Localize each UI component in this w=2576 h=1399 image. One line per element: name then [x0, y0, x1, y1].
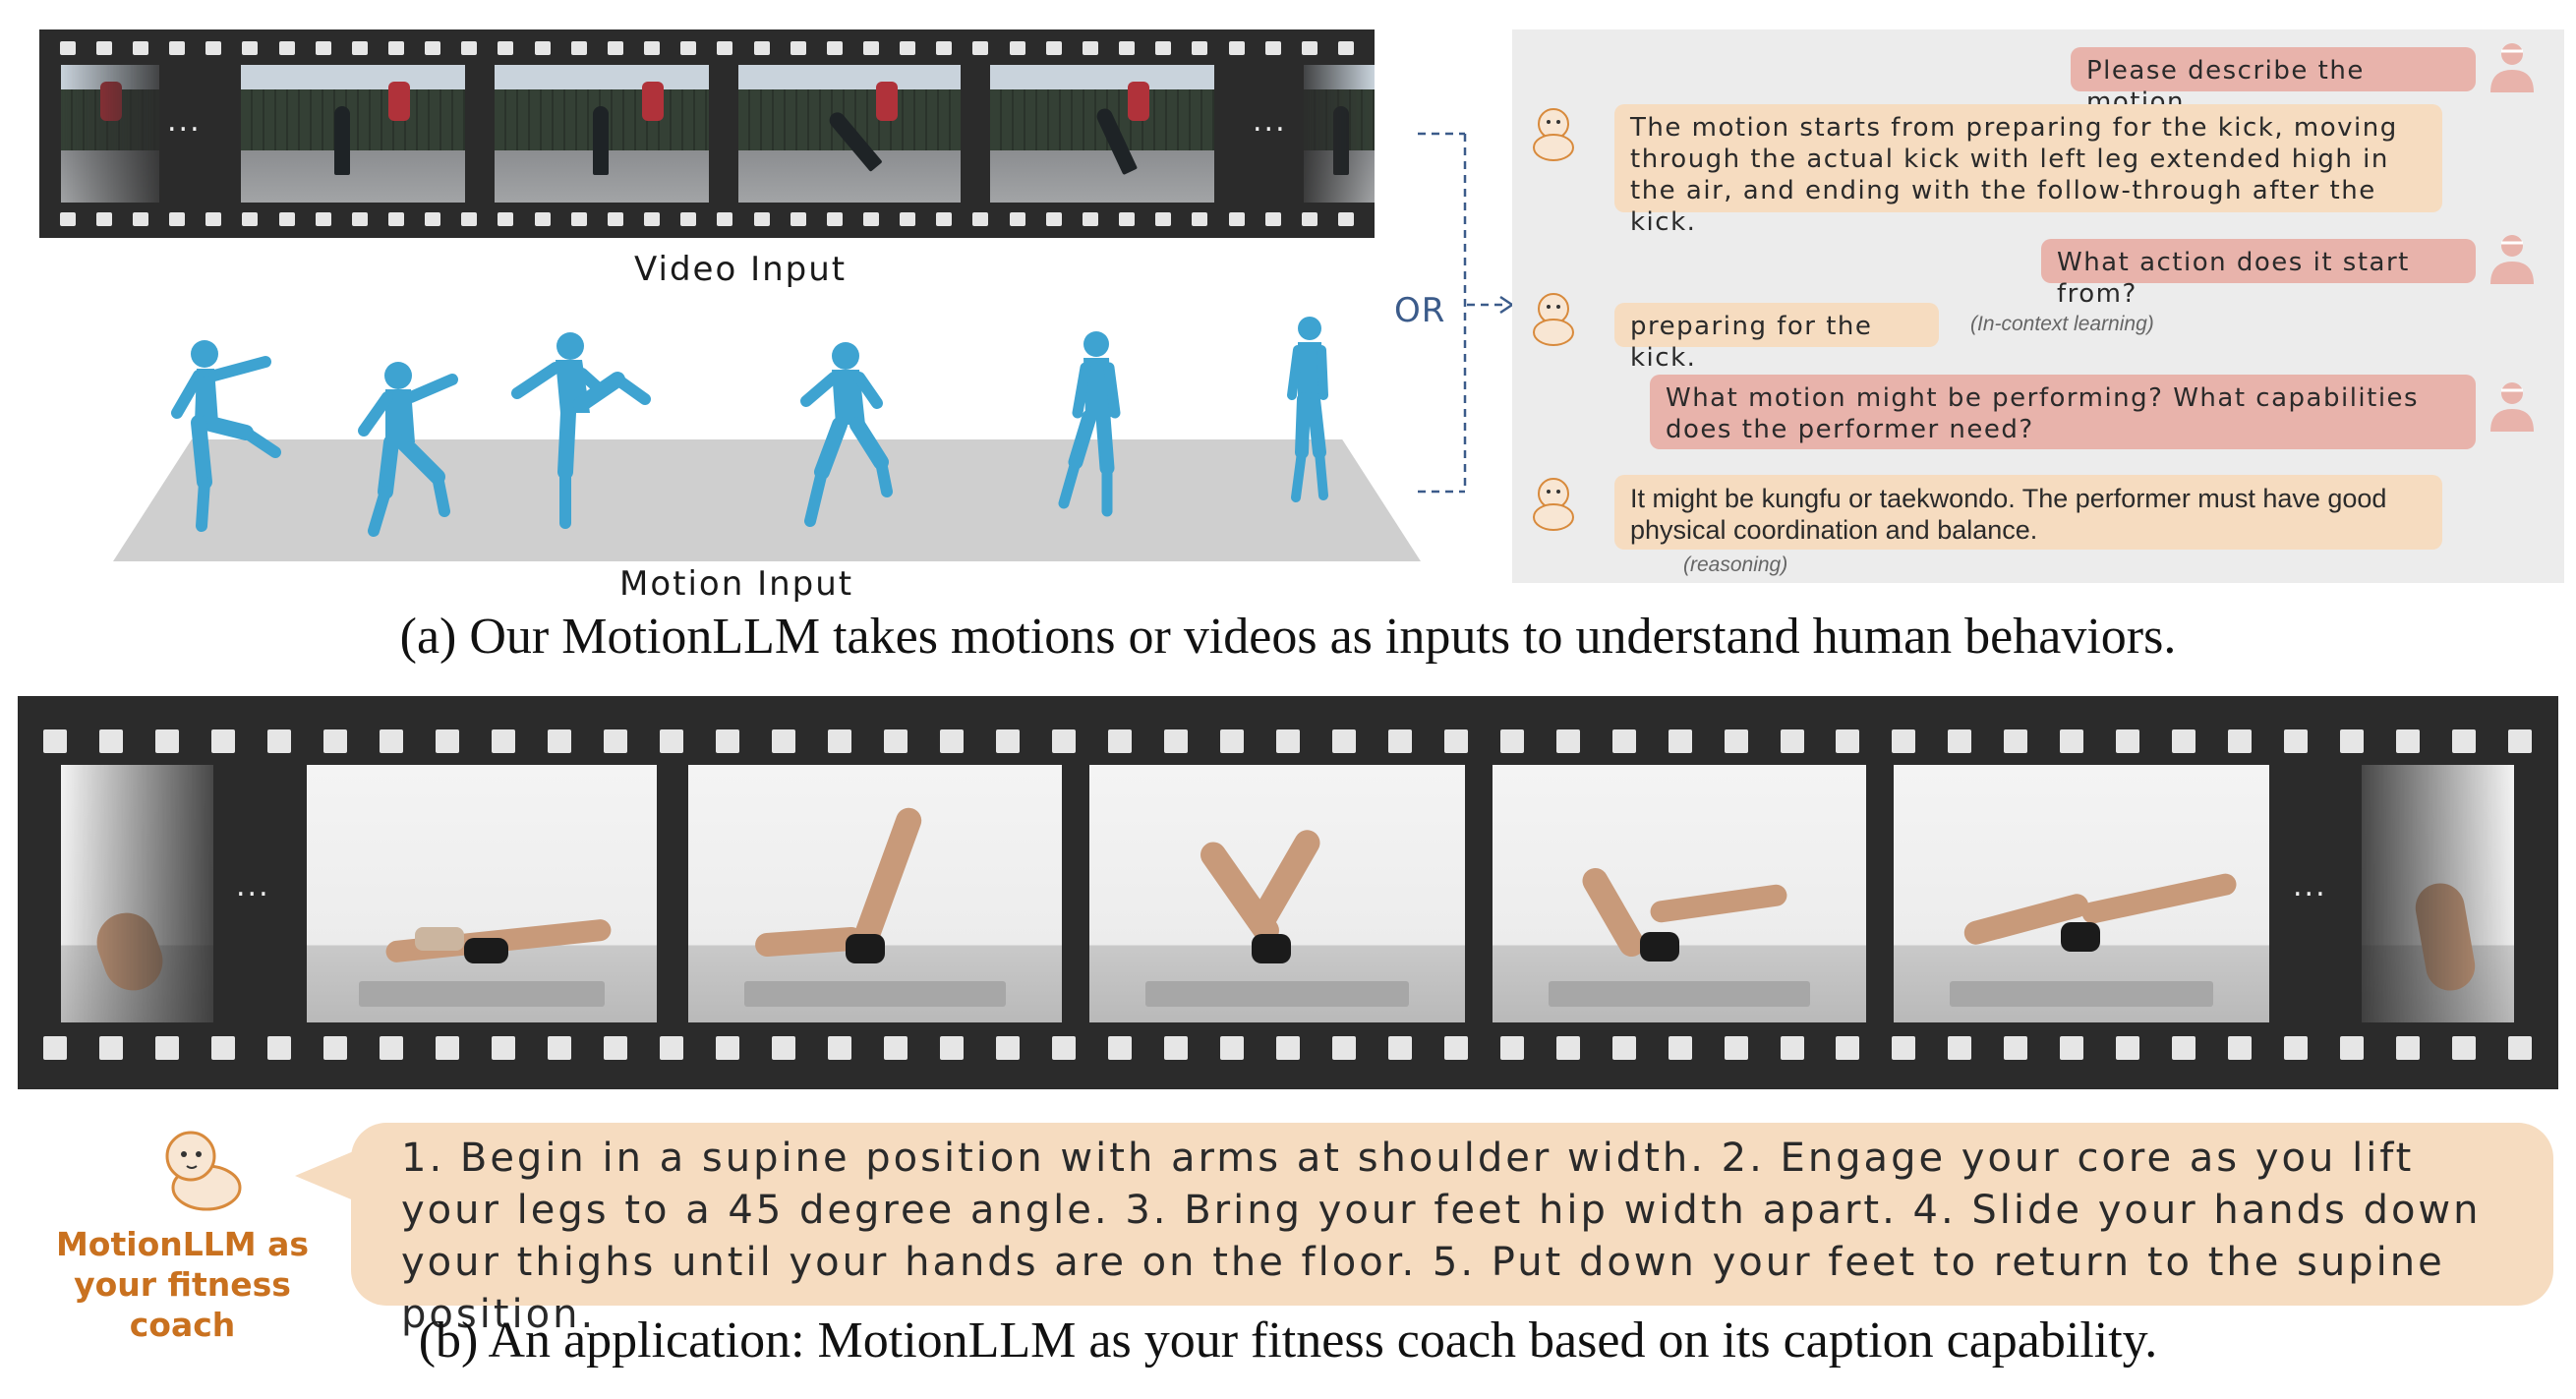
in-context-learning-note: (In-context learning)	[1970, 313, 2154, 335]
assistant-message-2: preparing for the kick.	[1614, 303, 1939, 373]
coach-bubble-tail	[295, 1150, 356, 1201]
motion-figure-1	[171, 340, 281, 532]
film-sprocket-holes-bottom	[39, 212, 1375, 226]
video-frame-1	[241, 65, 465, 203]
fitness-ellipsis-right: ...	[2293, 869, 2327, 904]
alpaca-assistant-icon	[1533, 293, 1574, 346]
coach-label: MotionLLM as your fitness coach	[55, 1225, 310, 1344]
user-icon	[2490, 43, 2534, 92]
video-frame-4	[990, 65, 1214, 203]
fitness-frame-1	[307, 765, 657, 1022]
motion-input-label: Motion Input	[619, 564, 854, 604]
video-frame-first-partial	[61, 65, 159, 203]
fitness-frame-2	[688, 765, 1062, 1022]
coach-bubble	[351, 1123, 2553, 1306]
motion-figure-2	[358, 362, 458, 537]
motion-figure-4	[800, 342, 893, 527]
video-film-strip: ... ...	[39, 29, 1375, 238]
video-ellipsis-left: ...	[167, 104, 202, 139]
video-frame-2	[495, 65, 709, 203]
film-sprocket-holes-bottom	[18, 1036, 2558, 1060]
video-frame-last-partial	[1304, 65, 1375, 203]
video-input-label: Video Input	[634, 250, 848, 289]
assistant-message-3: It might be kungfu or taekwondo. The per…	[1614, 475, 2442, 550]
caption-a: (a) Our MotionLLM takes motions or video…	[399, 609, 2177, 665]
motion-floor-plane	[113, 439, 1421, 561]
assistant-message-1: The motion starts from preparing for the…	[1614, 104, 2442, 237]
user-message-1: Please describe the motion.	[2071, 47, 2476, 117]
or-label: OR	[1394, 291, 1446, 330]
user-icon	[2490, 235, 2534, 284]
video-ellipsis-right: ...	[1253, 104, 1287, 139]
video-frame-3	[738, 65, 961, 203]
motion-figure-5	[1058, 331, 1121, 517]
fitness-film-strip: ... ...	[18, 696, 2558, 1089]
caption-b: (b) An application: MotionLLM as your fi…	[418, 1312, 2158, 1369]
motion-figures	[171, 317, 1328, 537]
fitness-frame-4	[1493, 765, 1866, 1022]
film-sprocket-holes-top	[39, 41, 1375, 55]
fitness-ellipsis-left: ...	[236, 869, 270, 904]
fitness-frame-5	[1894, 765, 2269, 1022]
alpaca-assistant-icon	[1533, 478, 1574, 531]
motion-figure-6	[1287, 317, 1328, 502]
alpaca-coach-icon	[165, 1131, 242, 1211]
user-message-2: What action does it start from?	[2041, 239, 2476, 309]
user-icon	[2490, 382, 2534, 432]
fitness-frame-last-partial	[2362, 765, 2514, 1022]
coach-instructions: 1. Begin in a supine position with arms …	[401, 1136, 2482, 1337]
alpaca-assistant-icon	[1533, 108, 1574, 161]
user-message-3: What motion might be performing? What ca…	[1650, 375, 2476, 449]
reasoning-note: (reasoning)	[1683, 554, 1788, 576]
film-sprocket-holes-top	[18, 729, 2558, 753]
fitness-frame-first-partial	[61, 765, 213, 1022]
motion-figure-3	[511, 332, 651, 529]
fitness-frame-3	[1089, 765, 1465, 1022]
